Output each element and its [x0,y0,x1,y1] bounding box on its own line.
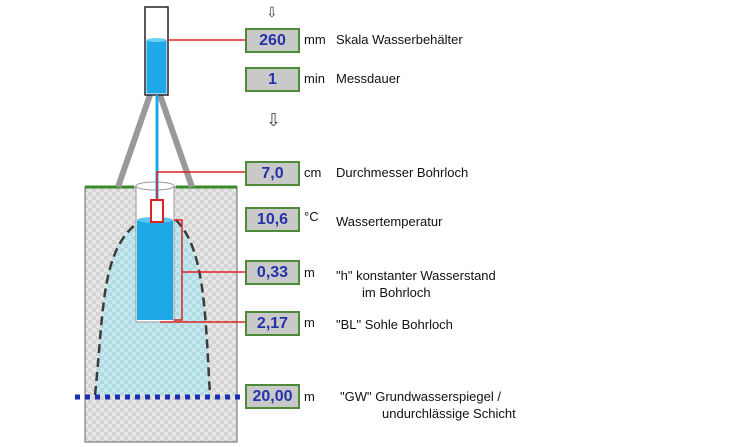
container-water [146,40,167,94]
gw-label: "GW" Grundwasserspiegel / [340,389,501,404]
bl-unit: m [304,315,315,330]
gw-unit: m [304,389,315,404]
leader-h-bracket [174,219,183,321]
gw-label-line2: undurchlässige Schicht [382,406,516,421]
messdauer-value-box[interactable]: 1 [245,67,300,92]
messdauer-unit: min [304,71,325,86]
skala-value-box[interactable]: 260 [245,28,300,53]
arrow-down-icon: ⇩ [266,110,282,130]
gw-value-box[interactable]: 20,00 [245,384,300,409]
tripod-leg-right [157,94,195,188]
h-label-line2: im Bohrloch [362,285,431,300]
temperatur-unit: °C [304,209,319,224]
messdauer-label: Messdauer [336,71,401,86]
durchmesser-unit: cm [304,165,322,180]
h-label: "h" konstanter Wasserstand [336,268,496,283]
temperatur-value-box[interactable]: 10,6 [245,207,300,232]
leader-durchmesser [156,171,245,200]
skala-unit: mm [304,32,326,47]
borehole-rim [135,181,175,191]
infiltration-boundary [93,213,212,396]
skala-label: Skala Wasserbehälter [336,32,463,47]
bl-value-box[interactable]: 2,17 [245,311,300,336]
container-water-surface [146,38,167,42]
durchmesser-label: Durchmesser Bohrloch [336,165,469,180]
float-sensor [150,199,164,223]
borehole-water [137,220,173,320]
h-unit: m [304,265,315,280]
bl-label: "BL" Sohle Bohrloch [336,317,453,332]
temperatur-label: Wassertemperatur [336,214,443,229]
tripod-leg-left [115,94,153,188]
durchmesser-value-box[interactable]: 7,0 [245,161,300,186]
arrow-down-icon: ⇩ [266,4,278,20]
h-value-box[interactable]: 0,33 [245,260,300,285]
